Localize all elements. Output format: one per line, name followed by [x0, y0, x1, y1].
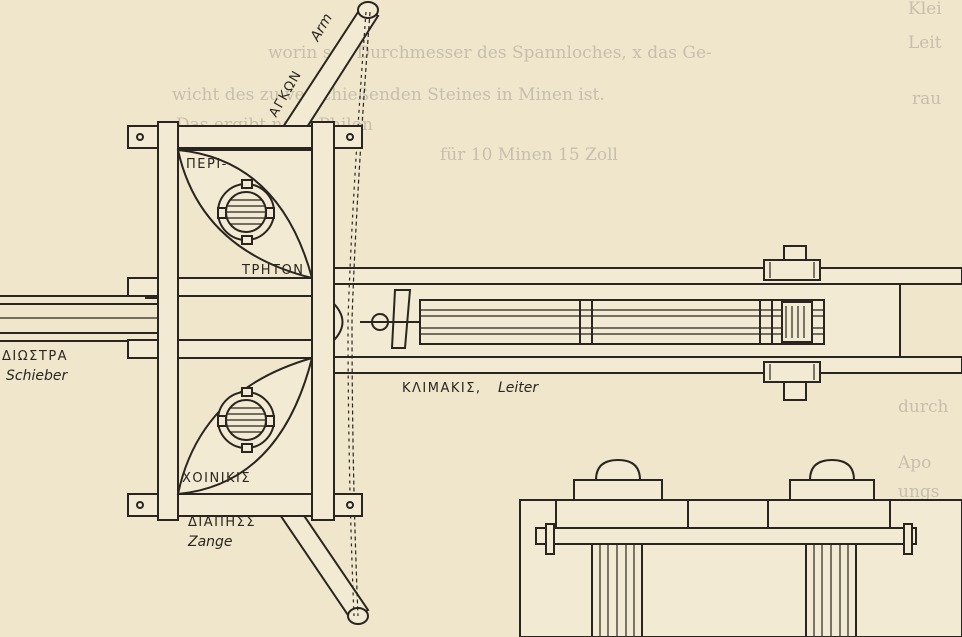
lower-spring-coil [227, 407, 265, 433]
label-peri: ΠΕΡΙ- [186, 157, 228, 172]
bleed-line-2: wicht des zu verschießenden Steines in M… [172, 85, 605, 105]
label-arm-german: Arm [307, 11, 336, 45]
bowstring [347, 11, 371, 617]
label-zange: Zange [187, 534, 233, 550]
label-schieber: Schieber [6, 368, 68, 384]
label-choinikis: ΧΟΙΝΙΚΙΣ [182, 471, 251, 486]
upper-spring-coil [227, 199, 265, 225]
bleed-line-6: Apo [897, 453, 931, 473]
side-view-detail [519, 458, 962, 637]
frame [127, 121, 363, 521]
side-view-coil-left [591, 543, 643, 637]
label-leiter: Leiter [498, 380, 539, 396]
bleed-line-1: worin s = Durchmesser des Spannloches, x… [268, 43, 712, 63]
bleed-line-10: rau [912, 89, 941, 109]
label-diostra: ΔΙΩΣΤΡΑ [2, 349, 68, 364]
bleed-line-5: durch [898, 397, 948, 417]
side-view-coil-right [805, 543, 857, 637]
label-diapessis: ΔΙΑΠΗΣΣ [188, 515, 256, 530]
upper-spring-housing [176, 149, 313, 280]
stock-ladder [329, 245, 962, 401]
bleed-line-9: Leit [908, 33, 942, 53]
bleed-line-7: ungs [898, 482, 940, 502]
label-klimakis: ΚΛΙΜΑΚΙΣ, [402, 381, 482, 396]
label-treton: ΤΡΗΤΟΝ [241, 263, 304, 278]
arms [266, 1, 380, 625]
bleed-line-4: für 10 Minen 15 Zoll [440, 145, 618, 165]
lower-spring-housing [176, 356, 313, 495]
bleed-line-8: Klei [908, 0, 942, 19]
